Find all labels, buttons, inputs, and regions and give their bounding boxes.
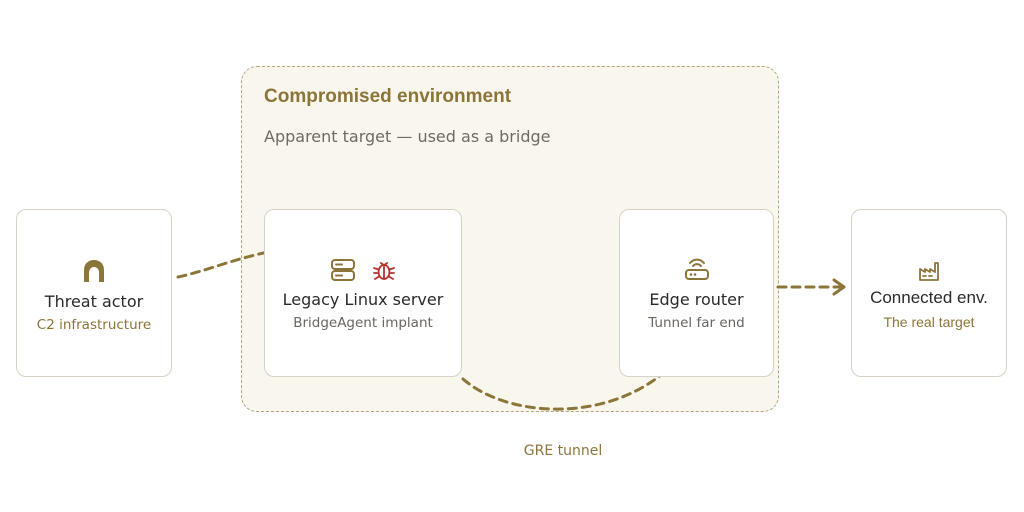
server-icon: [331, 259, 355, 281]
environment-title: Compromised environment: [264, 86, 512, 107]
arrow-threat-to-server: [176, 248, 280, 279]
node-connected-environment[interactable]: Connected env. The real target: [851, 209, 1007, 377]
environment-subtitle: Apparent target — used as a bridge: [264, 127, 551, 146]
node-threat-actor[interactable]: Threat actor C2 infrastructure: [16, 209, 172, 377]
factory-icon: [919, 262, 939, 281]
node-edge-router[interactable]: Edge router Tunnel far end: [619, 209, 774, 377]
arrow-gre-tunnel: [461, 355, 682, 411]
node-sublabel: C2 infrastructure: [36, 317, 152, 333]
node-label: Edge router: [649, 290, 744, 309]
node-legacy-linux-server[interactable]: Legacy Linux server BridgeAgent implant: [264, 209, 462, 377]
arrowhead-connected: [832, 278, 846, 296]
node-sublabel: BridgeAgent implant: [293, 315, 433, 331]
node-label: Connected env.: [870, 288, 988, 307]
router-icon: [684, 258, 709, 280]
node-label: Legacy Linux server: [282, 290, 444, 309]
bug-icon: [373, 262, 395, 280]
node-label: Threat actor: [44, 292, 144, 311]
hood-icon: [84, 260, 104, 282]
gre-tunnel-label: GRE tunnel: [523, 443, 603, 459]
node-sublabel: Tunnel far end: [648, 315, 745, 331]
node-sublabel: The real target: [883, 314, 975, 330]
